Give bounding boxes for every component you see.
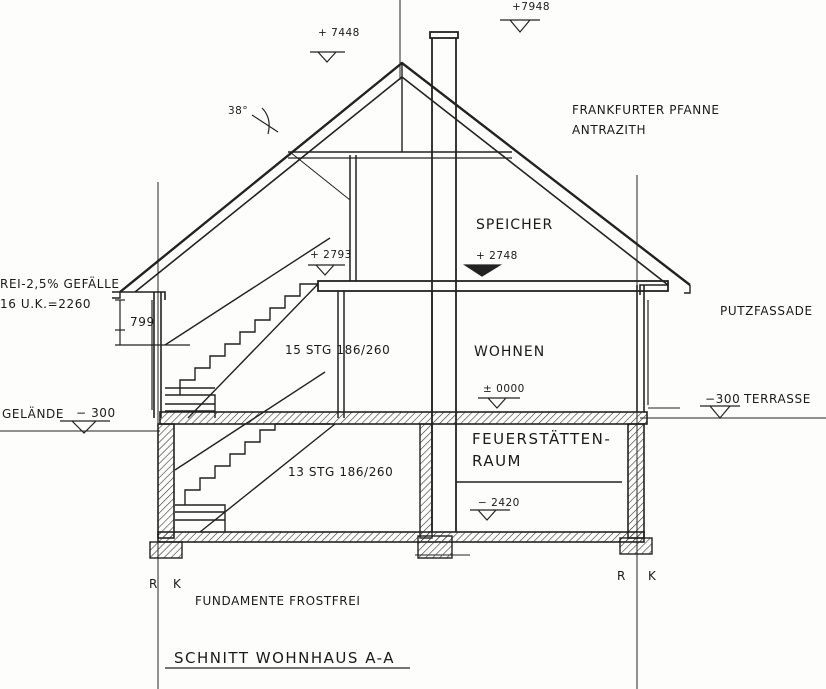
room-label-boiler-2: RAUM [472, 452, 522, 470]
stair-upper [164, 237, 331, 419]
elevation-terrain: − 300 [76, 406, 116, 420]
stair-lower [174, 371, 336, 533]
roof-pitch-label: 38° [228, 105, 249, 117]
elevation-markers [60, 19, 740, 521]
elevation-ridge-left: + 7448 [318, 27, 360, 39]
drawing-title: SCHNITT WOHNHAUS A-A [174, 649, 395, 667]
roof-outer [119, 61, 691, 293]
downpipes [151, 300, 649, 410]
chimney [429, 31, 459, 532]
grid-label-k-left: K [173, 577, 182, 591]
facade-label: PUTZFASSADE [720, 304, 813, 318]
attic-post [349, 155, 357, 281]
roof-tiles-label-2: ANTRAZITH [572, 123, 647, 137]
gutter-label-1: REI-2,5% GEFÄLLE [0, 277, 120, 291]
grid-label-r-right: R [617, 569, 626, 583]
grid-label-r-left: R [149, 577, 158, 591]
eave-dimension [115, 299, 190, 346]
basement-walls [149, 423, 653, 559]
grid-label-k-right: K [648, 569, 657, 583]
room-label-boiler-1: FEUERSTÄTTEN- [472, 430, 612, 448]
elevation-attic-floor: + 2748 [476, 250, 518, 262]
room-label-attic: SPEICHER [476, 217, 554, 233]
foundation-label: FUNDAMENTE FROSTFREI [195, 594, 361, 608]
stair-upper-label: 15 STG 186/260 [285, 343, 391, 357]
elevation-terrace: −300 [705, 392, 741, 406]
eave-dimension-label: 799 [130, 315, 155, 329]
roof-pitch-symbol [251, 107, 279, 135]
exterior-walls [153, 285, 645, 418]
terrain-label: GELÄNDE [2, 407, 65, 421]
roof-tiles-label-1: FRANKFURTER PFANNE [572, 103, 720, 117]
gutter-label-2: 16 U.K.=2260 [0, 297, 92, 311]
ground-floor-slab [159, 411, 648, 425]
elevation-ground-floor: ± 0000 [483, 383, 525, 395]
terrace-label: TERRASSE [744, 392, 811, 406]
elevation-ridge-chimney: +7948 [512, 1, 551, 13]
attic-floor-slab [317, 280, 669, 292]
roof-structure [112, 61, 691, 300]
room-label-living: WOHNEN [474, 344, 546, 360]
elevation-upper-floor: + 2793 [310, 249, 352, 261]
elevation-basement: − 2420 [478, 497, 520, 509]
interior-walls [337, 291, 433, 418]
stair-lower-label: 13 STG 186/260 [288, 465, 394, 479]
